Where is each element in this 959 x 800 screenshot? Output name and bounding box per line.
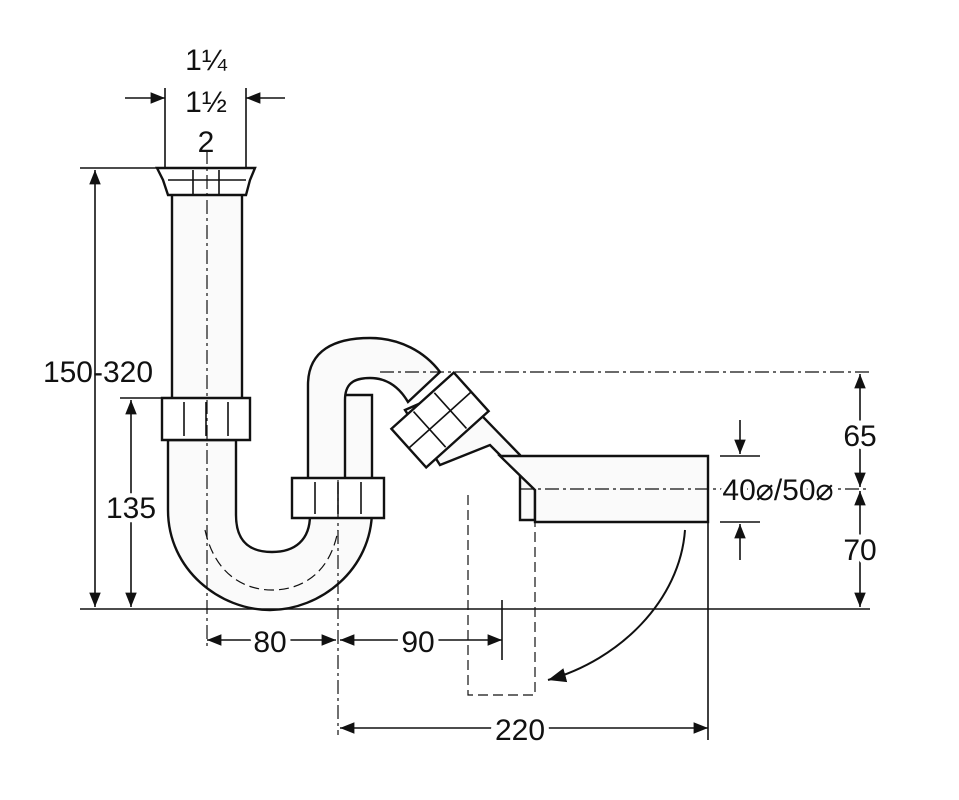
dimension-labels: 1¼ 1½ 2 150-320 135 80 90 220 65 70 40⌀/… [43,44,882,752]
height-65-label: 65 [843,420,876,453]
height-135-label: 135 [106,492,156,525]
siphon-body [155,166,710,696]
width-80-label: 80 [253,626,286,659]
thread-size-2-label: 1½ [185,86,227,119]
width-220-label: 220 [495,714,545,747]
thread-size-1-label: 1¼ [185,44,228,77]
top-nut [155,166,257,197]
angled-nut [389,370,491,470]
dimension-lines [80,88,870,740]
height-70-label: 70 [843,534,876,567]
centre-lines [206,150,870,735]
diameter-label: 40⌀/50⌀ [722,474,833,507]
thread-size-3-label: 2 [198,126,215,159]
rotation-arrow [547,529,686,683]
alternative-outlet [467,495,536,696]
width-90-label: 90 [401,626,434,659]
height-range-label: 150-320 [43,356,153,389]
